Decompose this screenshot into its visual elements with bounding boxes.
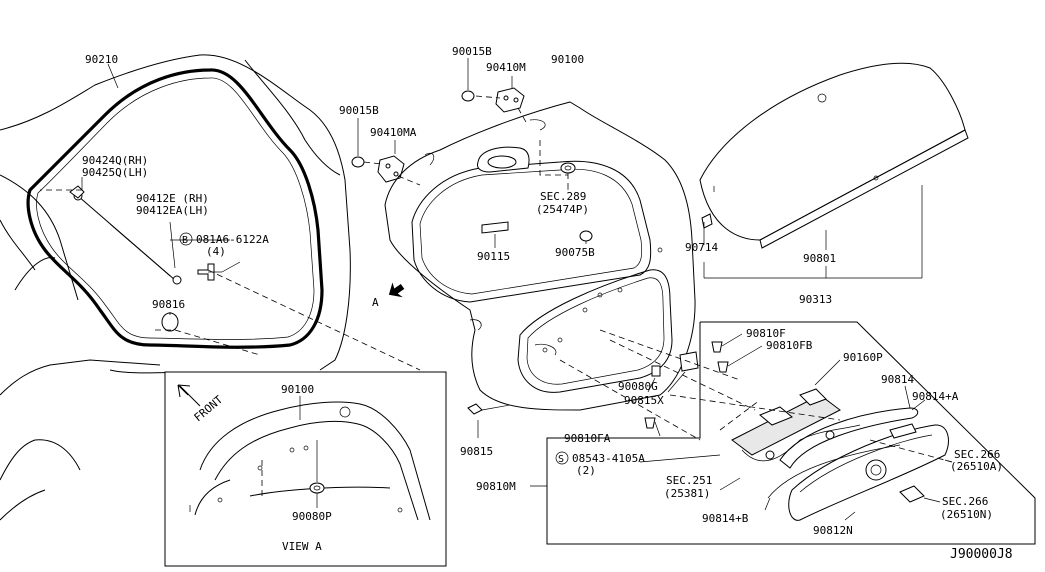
view-a-inset xyxy=(164,371,447,567)
stay-damper xyxy=(69,185,182,285)
view-a-arrow xyxy=(388,282,405,298)
label-08543: 08543-4105A xyxy=(572,452,645,465)
label-90815x: 90815X xyxy=(624,394,664,407)
label-90075b: 90075B xyxy=(555,246,595,259)
label-90425q: 90425Q(LH) xyxy=(82,166,148,179)
bolt-symbol-b xyxy=(179,232,193,246)
label-90410m: 90410M xyxy=(486,61,526,74)
label-90015b-top: 90015B xyxy=(452,45,492,58)
label-90814a: 90814+A xyxy=(912,390,959,403)
label-sec266n-sub: (26510N) xyxy=(940,508,993,521)
label-90424q: 90424Q(RH) xyxy=(82,154,148,167)
label-08543-prefix: S xyxy=(558,454,564,465)
fasteners-center xyxy=(467,329,756,441)
back-door-panel-90100 xyxy=(384,101,696,411)
label-sec266a-sub: (26510A) xyxy=(950,460,1003,473)
label-90313: 90313 xyxy=(799,293,832,306)
grommet-90816 xyxy=(155,312,179,332)
label-90080g: 90080G xyxy=(618,380,658,393)
label-90015b-mid: 90015B xyxy=(339,104,379,117)
label-081a6-prefix: B xyxy=(182,235,188,246)
hinge-90410ma xyxy=(351,118,421,186)
screw-symbol-s xyxy=(555,451,569,465)
vehicle-body-outline xyxy=(0,54,351,521)
label-90412ea: 90412EA(LH) xyxy=(136,204,209,217)
label-90801: 90801 xyxy=(803,252,836,265)
label-90810fa: 90810FA xyxy=(564,432,611,445)
label-inset-90080p: 90080P xyxy=(292,510,332,523)
label-90810fb: 90810FB xyxy=(766,339,813,352)
label-inset-90100: 90100 xyxy=(281,383,314,396)
label-inset-view-a: VIEW A xyxy=(282,540,322,553)
part-labels: 90210 90424Q(RH) 90425Q(LH) 90412E (RH) … xyxy=(82,45,1013,562)
label-08543-qty: (2) xyxy=(576,464,596,477)
label-sec266a: SEC.266 xyxy=(954,448,1000,461)
label-90815: 90815 xyxy=(460,445,493,458)
label-sec251-sub: (25381) xyxy=(664,487,710,500)
weatherstrip-90210 xyxy=(26,68,324,349)
label-sec289: SEC.289 xyxy=(540,190,586,203)
label-view-a-arrow: A xyxy=(372,296,379,309)
finisher-parts xyxy=(639,333,953,521)
back-door-glass-90801 xyxy=(699,62,969,279)
bolt-081a6 xyxy=(197,263,222,281)
label-081a6: 081A6-6122A xyxy=(196,233,269,246)
label-90810f: 90810F xyxy=(746,327,786,340)
diagram-code: J90000J8 xyxy=(950,547,1013,562)
leaders-left xyxy=(40,63,421,371)
label-90812n: 90812N xyxy=(813,524,853,537)
label-90412e: 90412E (RH) xyxy=(136,192,209,205)
label-90160p: 90160P xyxy=(843,351,883,364)
label-90210: 90210 xyxy=(85,53,118,66)
label-90814: 90814 xyxy=(881,373,914,386)
label-90814b: 90814+B xyxy=(702,512,749,525)
label-90810m: 90810M xyxy=(476,480,516,493)
label-sec266n: SEC.266 xyxy=(942,495,988,508)
grommets-center xyxy=(494,140,593,248)
label-90714: 90714 xyxy=(685,241,718,254)
label-sec289-sub: (25474P) xyxy=(536,203,589,216)
finisher-assembly-box xyxy=(530,321,1036,545)
label-90100-top: 90100 xyxy=(551,53,584,66)
label-90115: 90115 xyxy=(477,250,510,263)
hinge-90410m xyxy=(461,58,527,123)
label-90410ma: 90410MA xyxy=(370,126,417,139)
label-081a6-qty: (4) xyxy=(206,245,226,258)
label-sec251: SEC.251 xyxy=(666,474,712,487)
label-90816: 90816 xyxy=(152,298,185,311)
